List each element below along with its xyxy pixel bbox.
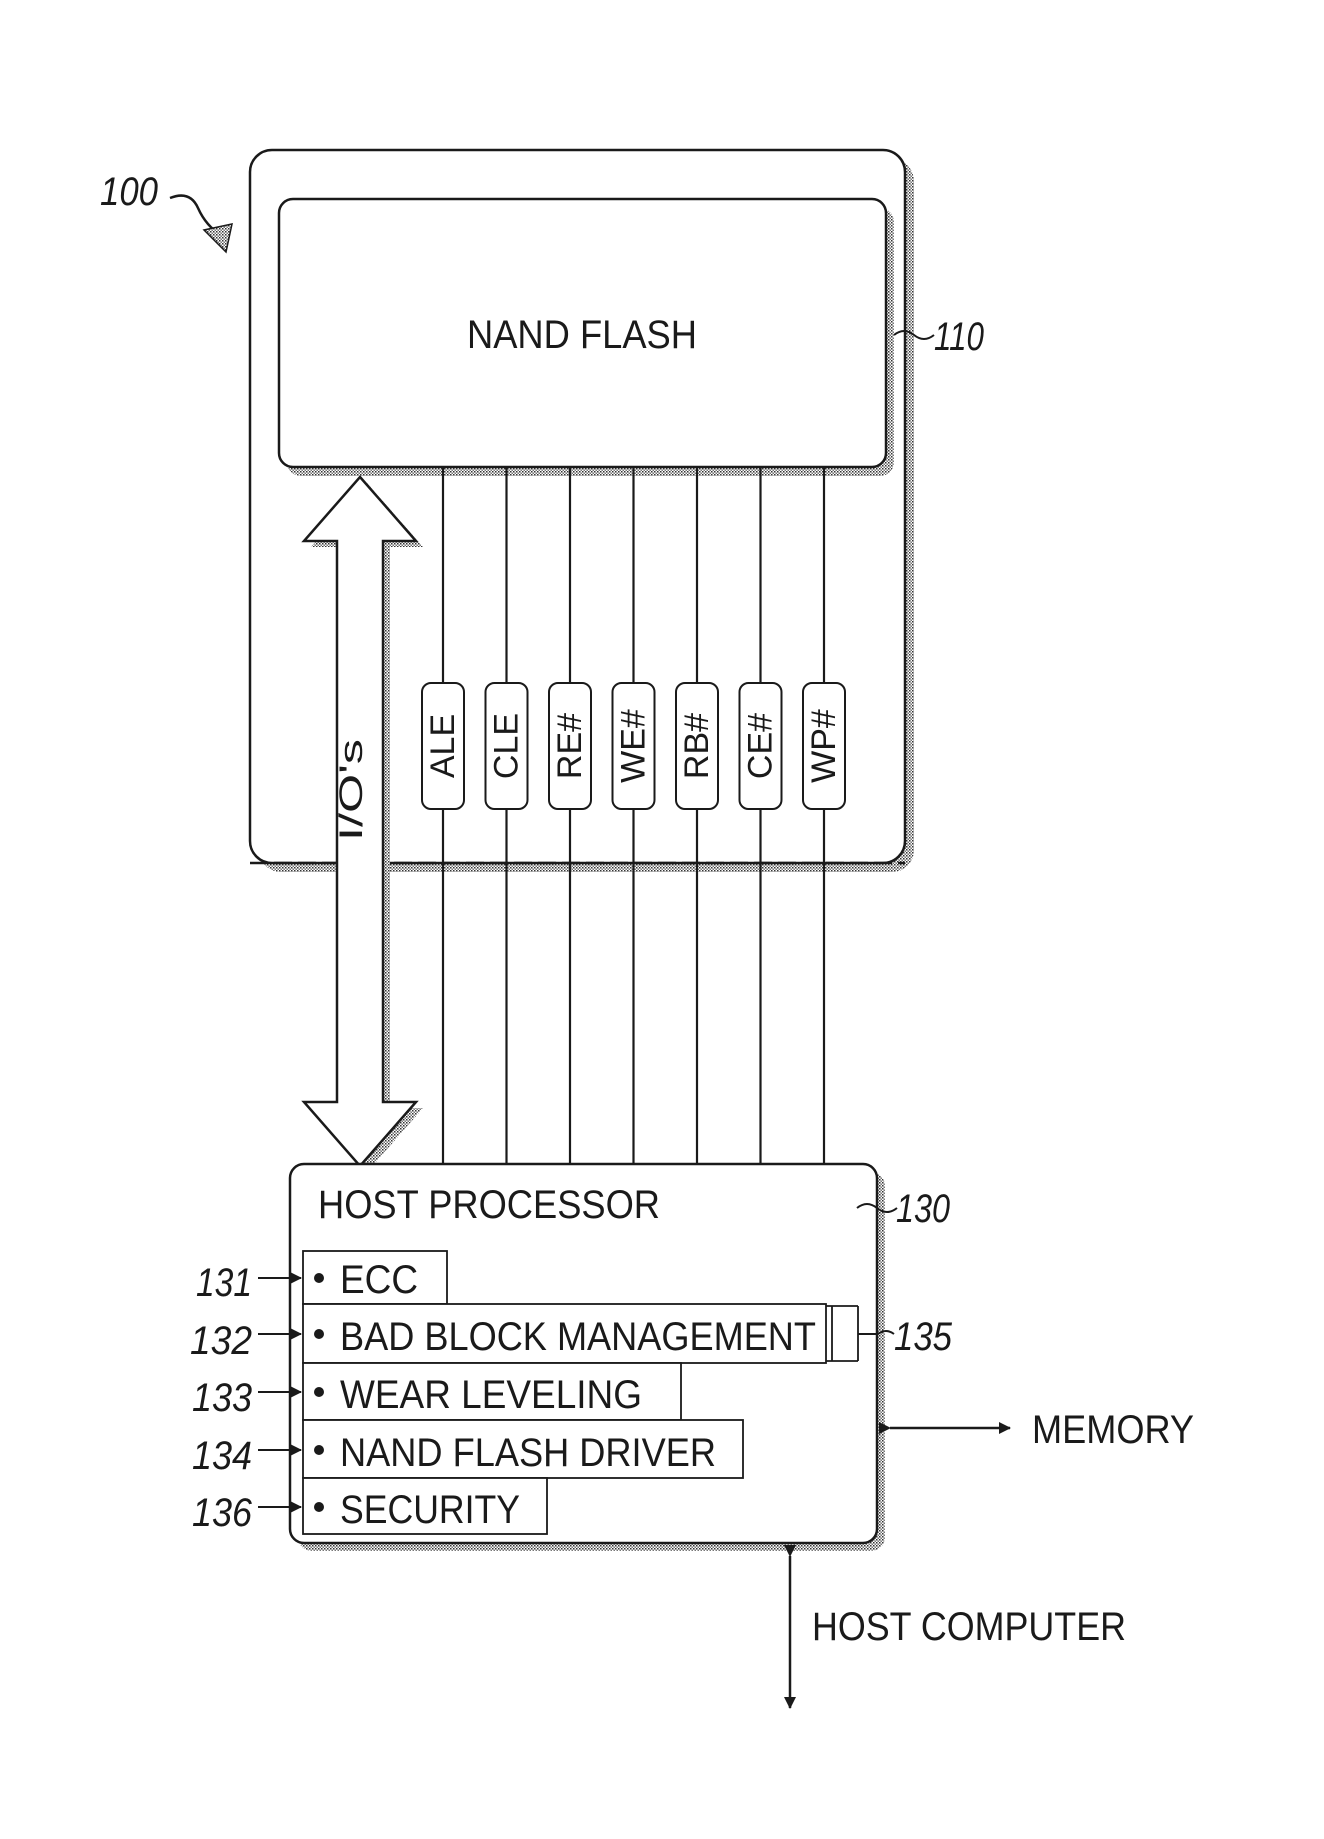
function-label: BAD BLOCK MANAGEMENT: [340, 1315, 816, 1359]
ref-135-label: 135: [894, 1315, 953, 1359]
ref-100-label: 100: [100, 170, 158, 214]
function-label: WEAR LEVELING: [340, 1373, 642, 1417]
ref-110-label: 110: [934, 315, 984, 359]
signal-label: CE#: [742, 713, 780, 779]
function-nand-flash-driver: NAND FLASH DRIVER 134: [192, 1420, 743, 1478]
nand-flash-block: NAND FLASH: [279, 199, 894, 476]
memory-link: MEMORY: [890, 1408, 1194, 1452]
ref-134: 134: [192, 1434, 252, 1478]
signal-pill-wp-n: WP#: [803, 683, 845, 809]
signal-label: WE#: [615, 709, 653, 783]
bullet-icon: [314, 1502, 324, 1512]
signal-labels: ALE CLE RE# WE# RB# CE# WP#: [422, 683, 845, 809]
bullet-icon: [314, 1445, 324, 1455]
bullet-icon: [314, 1329, 324, 1339]
function-ecc: ECC 131: [196, 1251, 447, 1305]
bullet-icon: [314, 1273, 324, 1283]
io-bus-label: I/O's: [333, 739, 369, 841]
ref-133: 133: [192, 1376, 252, 1420]
function-label: NAND FLASH DRIVER: [340, 1431, 716, 1475]
signal-label: CLE: [488, 713, 526, 779]
signal-label: WP#: [805, 709, 843, 783]
signal-pill-cle: CLE: [486, 683, 528, 809]
ref-130-label: 130: [896, 1187, 950, 1231]
function-label: ECC: [340, 1258, 418, 1302]
signal-label: RB#: [678, 713, 716, 779]
ref-132: 132: [190, 1319, 252, 1363]
ref-100: 100: [100, 170, 232, 252]
function-security: SECURITY 136: [192, 1478, 547, 1535]
function-wear-leveling: WEAR LEVELING 133: [192, 1363, 681, 1420]
ref-131: 131: [196, 1261, 252, 1305]
signal-pill-re-n: RE#: [549, 683, 591, 809]
function-label: SECURITY: [340, 1488, 520, 1532]
host-processor-title: HOST PROCESSOR: [318, 1183, 660, 1227]
host-computer-label: HOST COMPUTER: [812, 1605, 1126, 1649]
memory-label: MEMORY: [1032, 1408, 1194, 1452]
nand-flash-label: NAND FLASH: [467, 313, 697, 357]
signal-label: ALE: [424, 714, 462, 778]
signal-pill-we-n: WE#: [613, 683, 655, 809]
ref-136: 136: [192, 1491, 253, 1535]
host-computer-link: HOST COMPUTER: [790, 1556, 1126, 1708]
signal-pill-ale: ALE: [422, 683, 464, 809]
signal-pill-rb-n: RB#: [676, 683, 718, 809]
signal-label: RE#: [551, 713, 589, 779]
signal-pill-ce-n: CE#: [740, 683, 782, 809]
bullet-icon: [314, 1387, 324, 1397]
